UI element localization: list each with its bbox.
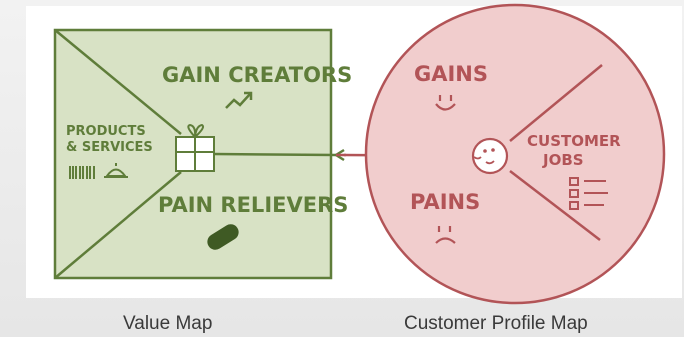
pain-relievers-label: PAIN RELIEVERS bbox=[158, 193, 348, 217]
products-label-line1: PRODUCTS bbox=[66, 124, 146, 139]
customer-face-icon bbox=[471, 137, 509, 175]
value-map-divider-top bbox=[54, 29, 182, 135]
customer-profile-circle bbox=[364, 3, 666, 305]
gift-icon bbox=[175, 123, 215, 172]
gain-creators-label: GAIN CREATORS bbox=[162, 63, 352, 87]
barcode-icon bbox=[69, 166, 95, 179]
pains-label: PAINS bbox=[410, 190, 480, 214]
pill-icon bbox=[207, 224, 239, 250]
customer-jobs-label-line1: CUSTOMER bbox=[527, 132, 621, 150]
customer-jobs-label-line2: JOBS bbox=[542, 151, 584, 169]
customer-profile-caption: Customer Profile Map bbox=[404, 313, 588, 334]
value-map-caption: Value Map bbox=[123, 313, 213, 334]
customer-profile-divider-bottom bbox=[509, 170, 601, 241]
customer-profile: GAINS CUSTOMER JOBS PAINS bbox=[364, 3, 666, 305]
trend-up-arrow-icon bbox=[225, 91, 253, 109]
checklist-icon bbox=[569, 177, 608, 210]
products-label-line2: & SERVICES bbox=[66, 140, 153, 155]
value-map-divider-bottom bbox=[54, 171, 182, 279]
service-bell-icon bbox=[104, 163, 128, 178]
customer-profile-divider-top bbox=[509, 64, 603, 142]
smile-face-icon bbox=[435, 95, 456, 111]
gains-label: GAINS bbox=[414, 62, 488, 86]
frown-face-icon bbox=[435, 226, 456, 244]
